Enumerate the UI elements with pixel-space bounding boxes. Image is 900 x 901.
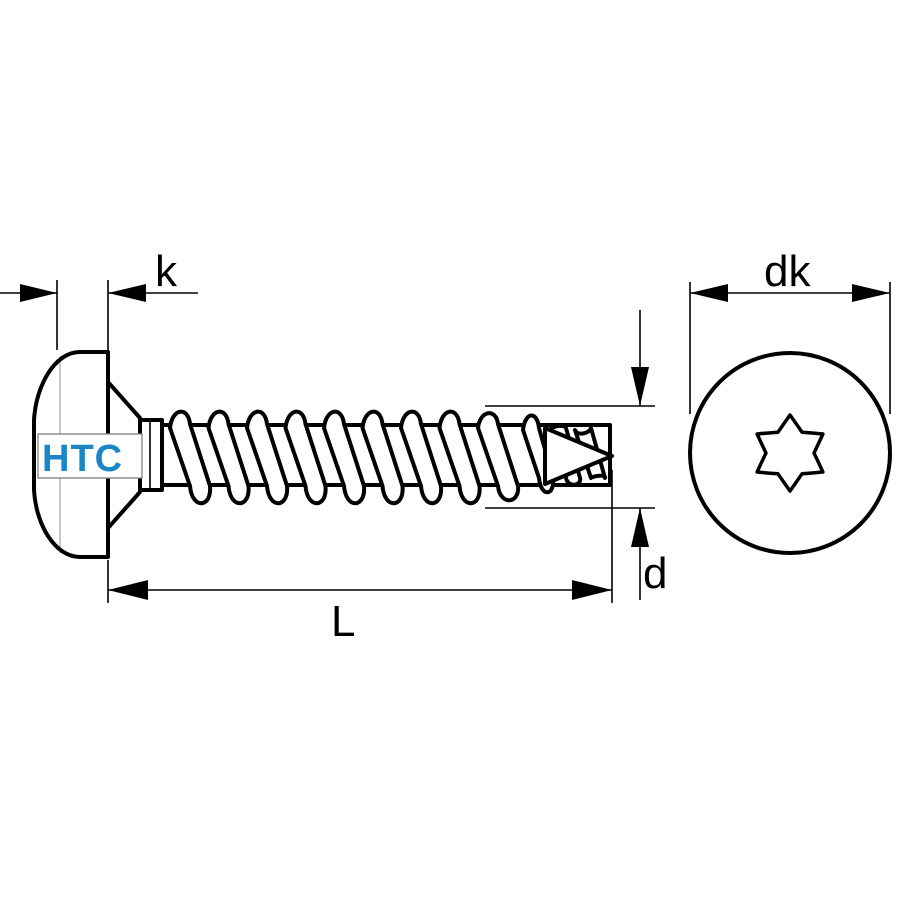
k-arrow-right xyxy=(108,284,146,302)
torx-icon xyxy=(755,413,825,493)
screw-side-view: HTC xyxy=(32,350,614,559)
thread-crest xyxy=(168,409,213,506)
dimension-L: L xyxy=(107,470,613,646)
thread-crest xyxy=(399,409,444,506)
thread-crest xyxy=(206,409,251,506)
thread-crest xyxy=(283,409,328,506)
screw-collar xyxy=(138,418,164,492)
L-arrow-left xyxy=(108,580,148,600)
L-arrow-right xyxy=(572,580,612,600)
screw-tip xyxy=(543,426,614,486)
dk-label: dk xyxy=(764,247,811,296)
k-label: k xyxy=(155,247,178,296)
thread-crest xyxy=(245,409,290,506)
dimension-k: k xyxy=(0,247,198,350)
d-label: d xyxy=(643,549,667,598)
dimension-dk: dk xyxy=(689,247,891,414)
dk-arrow-right xyxy=(852,284,890,302)
screw-end-view xyxy=(688,351,892,555)
dimension-d: d xyxy=(485,310,667,600)
d-arrow-top xyxy=(631,367,649,406)
logo-box xyxy=(37,433,143,479)
thread-crest xyxy=(476,411,521,503)
L-label: L xyxy=(331,597,355,646)
dk-arrow-left xyxy=(690,284,728,302)
thread-crest xyxy=(322,409,367,506)
thread-crest xyxy=(360,409,405,506)
thread-crest xyxy=(437,409,482,506)
d-arrow-bottom xyxy=(631,508,649,547)
logo-text: HTC xyxy=(42,438,123,480)
k-arrow-left xyxy=(20,284,57,302)
